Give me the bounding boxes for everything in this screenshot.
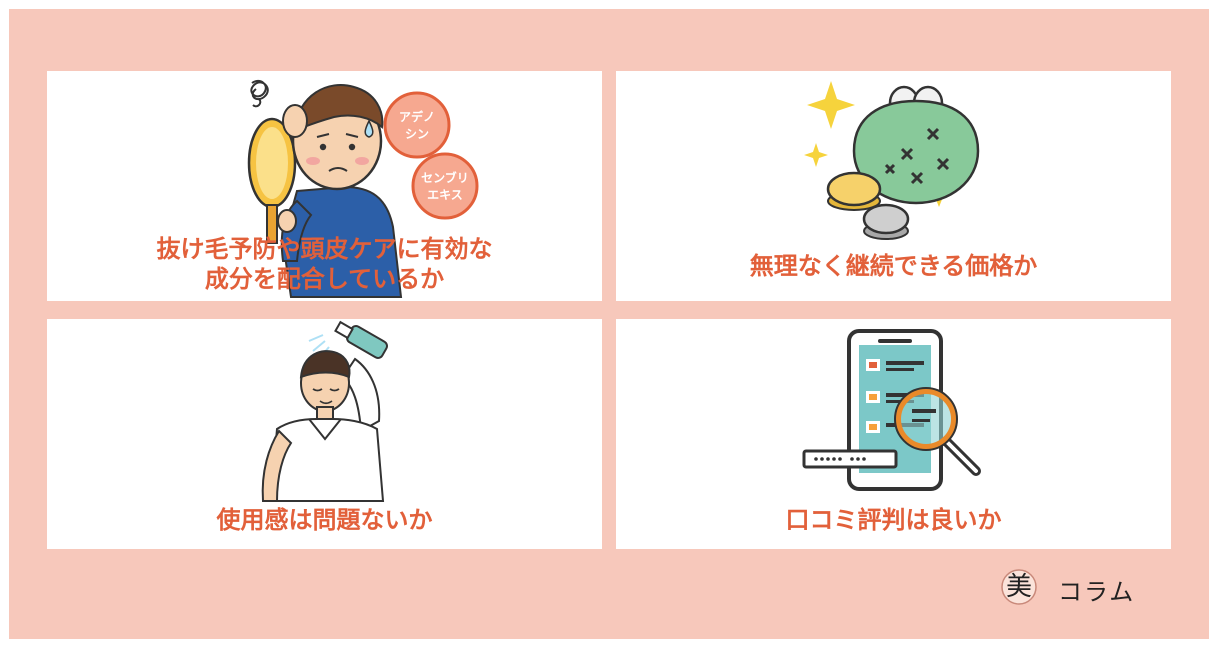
badge-senburi-line1: センブリ (421, 170, 469, 185)
sparkle-icon (804, 143, 828, 167)
coins-icon (826, 171, 910, 240)
badge-adenosine-line1: アデノ (399, 109, 435, 124)
card-texture-caption: 使用感は問題ないか (47, 505, 602, 535)
spray-bottle-icon (334, 320, 388, 359)
card-texture: 使用感は問題ないか (47, 319, 602, 549)
caption-line: 口コミ評判は良いか (785, 506, 1002, 534)
coin-purse-illustration (804, 81, 980, 240)
card-reviews: 口コミ評判は良いか (616, 319, 1171, 549)
badge-adenosine (383, 91, 451, 159)
phone-magnifier-illustration (802, 329, 981, 491)
man-spraying-scalp-illustration (261, 320, 388, 502)
sparkle-icon (807, 81, 855, 129)
badge-senburi (411, 152, 479, 220)
caption-line: 無理なく継続できる価格か (749, 252, 1038, 280)
logo-circle-icon (1001, 569, 1037, 605)
card-price-caption: 無理なく継続できる価格か (616, 251, 1171, 281)
magnifier-icon (894, 387, 981, 476)
logo-mark: 美 (1005, 572, 1032, 602)
card-ingredients-caption: 抜け毛予防や頭皮ケアに有効な 成分を配合しているか (47, 234, 602, 294)
caption-line: 成分を配合しているか (204, 265, 445, 293)
logo-text: コラム (1058, 578, 1136, 606)
badge-adenosine-line2: シン (405, 127, 429, 141)
hand-mirror-icon (247, 117, 297, 244)
search-bar-icon (802, 449, 898, 469)
caption-line: 使用感は問題ないか (216, 506, 433, 534)
card-price: 無理なく継続できる価格か (616, 71, 1171, 301)
caption-line: 抜け毛予防や頭皮ケアに有効な (156, 235, 493, 263)
card-ingredients: アデノ シン センブリ エキス 抜け毛予防や頭皮ケアに有効な 成分を配合している… (47, 71, 602, 301)
badge-senburi-line2: エキス (427, 188, 463, 202)
worried-man-mirror-illustration: アデノ シン センブリ エキス (247, 79, 479, 298)
card-reviews-caption: 口コミ評判は良いか (616, 505, 1171, 535)
bi-column-logo: 美 コラム (1000, 568, 1170, 612)
